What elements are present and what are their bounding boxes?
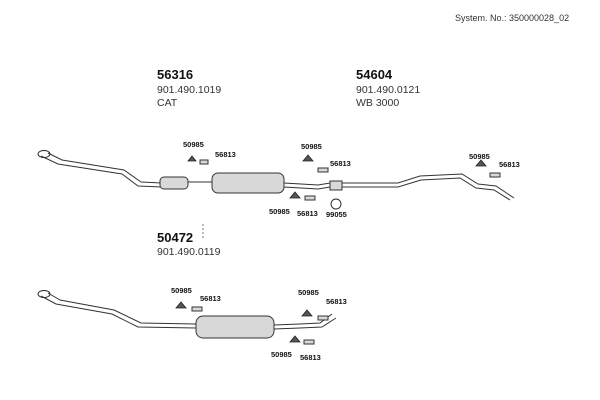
- mount-rubber-icon: [302, 154, 314, 162]
- bracket-icon: [191, 306, 203, 312]
- assembly-c-ref: 901.490.0119: [157, 246, 221, 258]
- lower-system: [37, 290, 337, 345]
- bracket-icon: [317, 315, 329, 321]
- system-number: System. No.: 350000028_02: [455, 13, 570, 23]
- label-bracket: 56813: [215, 150, 236, 159]
- label-mount: 50985: [183, 140, 204, 149]
- assembly-a-number: 56316: [157, 67, 194, 82]
- bracket-icon: [303, 339, 315, 345]
- assembly-a-note: CAT: [157, 97, 178, 109]
- tail-pipe-edge-b: [273, 317, 337, 330]
- bracket-icon: [317, 167, 329, 173]
- label-mount: 50985: [171, 286, 192, 295]
- bracket-icon: [489, 172, 501, 178]
- mount-rubber-icon: [301, 309, 313, 317]
- label-mount: 50985: [271, 350, 292, 359]
- label-bracket: 56813: [499, 160, 520, 169]
- label-bracket: 56813: [200, 294, 221, 303]
- front-flange: [37, 150, 51, 158]
- mount-rubber-icon: [289, 335, 301, 343]
- upper-system: [37, 150, 515, 210]
- tail-pipe-edge-b: [283, 177, 511, 201]
- assembly-c-number: 50472: [157, 230, 194, 245]
- label-bracket: 56813: [297, 209, 318, 218]
- front-pipe-lower-edge: [47, 152, 163, 184]
- front-flange: [37, 290, 51, 298]
- front-pipe-upper-edge: [40, 295, 197, 329]
- tail-pipe-edge-a: [283, 173, 515, 199]
- assembly-a-ref: 901.490.1019: [157, 84, 222, 96]
- label-bracket: 56813: [300, 353, 321, 362]
- label-mount: 50985: [269, 207, 290, 216]
- clamp-icon: [330, 198, 342, 210]
- assembly-b-number: 54604: [356, 67, 393, 82]
- catalyst: [159, 176, 189, 190]
- mount-rubber-icon: [187, 155, 197, 162]
- mount-rubber-icon: [175, 301, 187, 309]
- mount-rubber-icon: [475, 159, 487, 167]
- front-pipe-upper-edge: [40, 155, 163, 188]
- label-mount: 50985: [298, 288, 319, 297]
- bracket-icon: [199, 159, 209, 165]
- middle-silencer: [211, 172, 285, 194]
- assembly-b-ref: 901.490.0121: [356, 84, 421, 96]
- label-clamp: 99055: [326, 210, 347, 219]
- mount-rubber-icon: [289, 191, 301, 199]
- label-bracket: 56813: [330, 159, 351, 168]
- bracket-icon: [304, 195, 316, 201]
- label-bracket: 56813: [326, 297, 347, 306]
- label-mount: 50985: [469, 152, 490, 161]
- assembly-b-note: WB 3000: [356, 97, 400, 109]
- front-pipe-lower-edge: [47, 292, 197, 325]
- rear-silencer: [195, 315, 275, 339]
- label-mount: 50985: [301, 142, 322, 151]
- pipe-connector: [329, 180, 343, 191]
